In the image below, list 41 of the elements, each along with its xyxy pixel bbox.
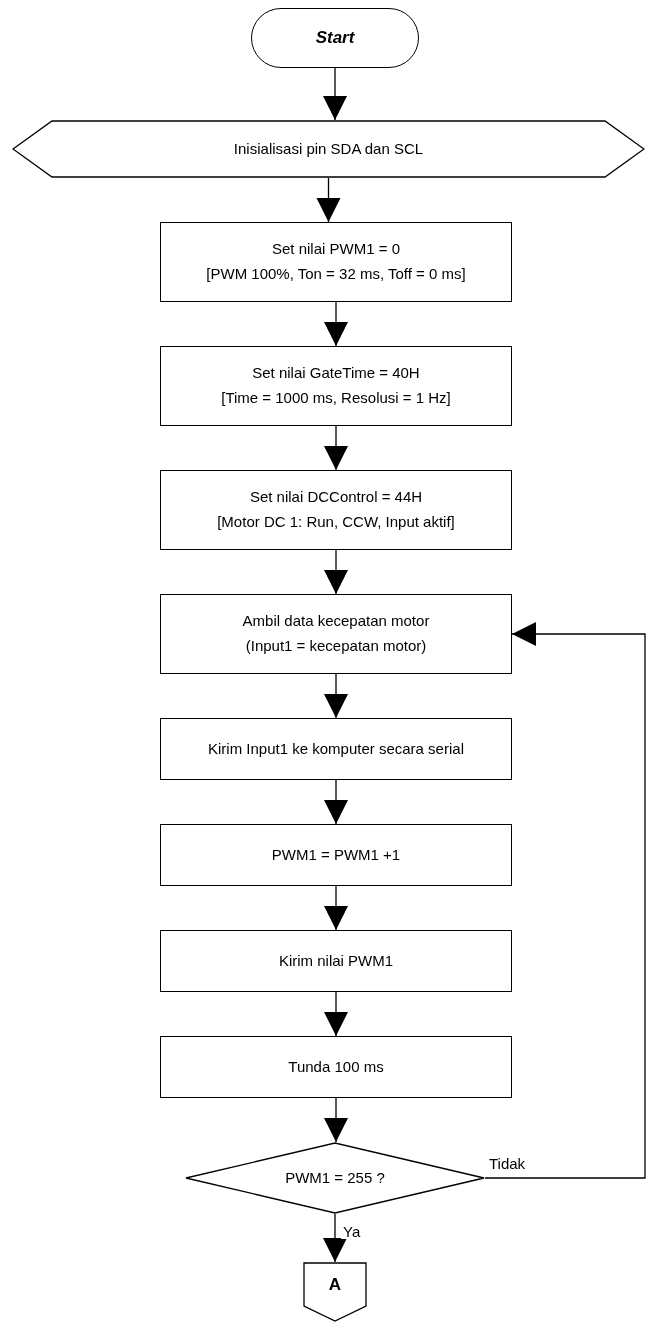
step-text: PWM1 = 255 ? [285,1168,385,1188]
arrow [484,622,646,1179]
step-text: [PWM 100%, Ton = 32 ms, Toff = 0 ms] [206,265,466,284]
step-text: Tunda 100 ms [288,1057,384,1077]
edge-label: Tidak [487,1156,528,1171]
process-box [160,470,512,550]
arrow [324,991,348,1037]
arrow [324,779,348,825]
arrow [324,425,348,471]
step-text: Kirim nilai PWM1 [278,951,394,971]
process-box [160,346,512,426]
step-text: Ambil data kecepatan motor [242,612,430,631]
process-box [160,930,512,992]
arrow [324,673,348,719]
edge-label: Ya [341,1224,363,1239]
step-text: Set nilai PWM1 = 0 [272,240,400,259]
arrow [316,177,341,223]
step-text: A [328,1274,342,1296]
step-text: (Input1 = kecepatan motor) [245,637,427,656]
process-box [160,222,512,302]
process-box [160,718,512,780]
step-text: [Time = 1000 ms, Resolusi = 1 Hz] [221,389,451,408]
off-page-connector [303,1262,367,1322]
arrow [323,67,347,121]
arrow [323,1213,347,1263]
process-box [160,1036,512,1098]
step-text: Inisialisasi pin SDA dan SCL [233,139,424,159]
step-text: Set nilai DCControl = 44H [249,488,423,507]
step-text: Start [315,27,355,49]
preparation-hexagon [12,120,645,178]
step-text: [Motor DC 1: Run, CCW, Input aktif] [217,513,455,532]
arrow [324,301,348,347]
arrow [324,549,348,595]
arrow [324,885,348,931]
process-box [160,824,512,886]
decision-diamond [185,1142,485,1214]
process-box [160,594,512,674]
step-text: Kirim Input1 ke komputer secara serial [208,739,464,759]
step-text: PWM1 = PWM1 +1 [271,845,401,865]
step-text: Set nilai GateTime = 40H [252,364,420,383]
arrow [324,1097,348,1143]
